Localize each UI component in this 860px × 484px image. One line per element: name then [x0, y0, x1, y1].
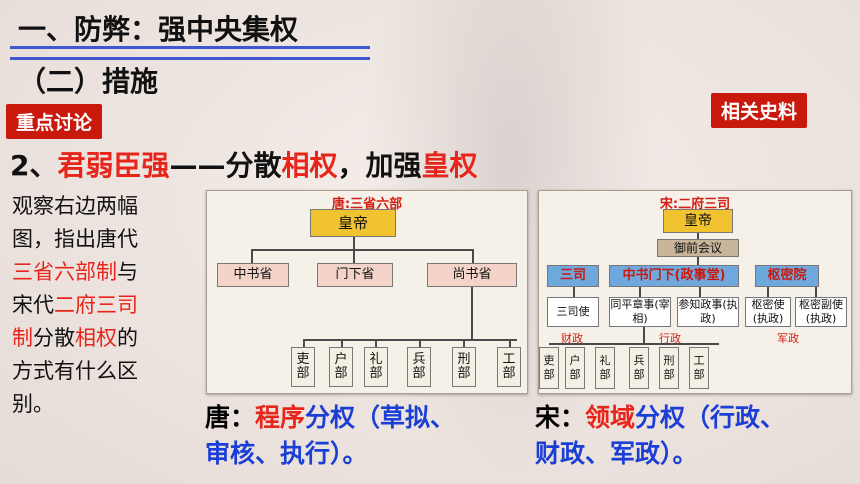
side-line-3: 三省六部制与 [12, 256, 138, 289]
side-line-1: 观察右边两幅 [12, 194, 138, 218]
point-number: 2、 [10, 149, 58, 182]
tang-shangshu-box: 尚书省 [427, 263, 517, 287]
tang-conclusion-line1: 唐：程序分权（草拟、 [205, 398, 455, 434]
tang-ministry-box: 兵部 [407, 347, 431, 387]
song-conclusion-line2: 财政、军政）。 [535, 439, 698, 468]
point-red-title: 君弱臣强 [57, 149, 170, 182]
side-red-1: 三省六部制 [12, 260, 117, 284]
tang-chart-title: 唐:三省六部 [331, 197, 403, 212]
side-text-5b: 的 [117, 326, 138, 350]
song-head: 宋： [535, 403, 586, 432]
tang-tail: （草拟、 [355, 403, 456, 432]
song-sansi-box: 三司 [547, 265, 599, 287]
song-label-admin: 行政 [659, 332, 681, 345]
tang-blue: 分权 [305, 403, 356, 432]
slide-subheading: （二）措施 [18, 65, 159, 98]
side-text-5a: 分散 [33, 326, 75, 350]
tang-ministry-box: 刑部 [452, 347, 476, 387]
song-label-military: 军政 [777, 332, 799, 345]
song-official-box: 三司使 [547, 297, 599, 327]
song-diagram: 宋:二府三司 皇帝 御前会议 三司 中书门下(政事堂) 枢密院 三司使 同平章事… [538, 190, 852, 394]
tang-menxia-box: 门下省 [317, 263, 393, 287]
song-blue: 分权 [635, 403, 686, 432]
song-ministry-box: 户部 [565, 347, 585, 389]
song-official-box: 参知政事(执政) [677, 297, 739, 327]
tang-zhongshu-box: 中书省 [217, 263, 289, 287]
song-ministry-box: 工部 [689, 347, 709, 389]
side-line-5: 制分散相权的 [12, 322, 138, 355]
side-red-3: 制 [12, 326, 33, 350]
tang-diagram: 唐:三省六部 皇帝 中书省 门下省 尚书省 吏部 户部 礼部 兵部 刑部 工部 [206, 190, 528, 394]
point-title: 2、君弱臣强——分散相权，加强皇权 [10, 144, 478, 184]
song-emperor-box: 皇帝 [663, 209, 733, 233]
song-label-finance: 财政 [561, 332, 583, 345]
song-zhongshumenxia-box: 中书门下(政事堂) [609, 265, 739, 287]
side-text-3: 与 [117, 260, 138, 284]
discussion-tag: 重点讨论 [6, 104, 103, 139]
side-text-4: 宋代 [12, 293, 54, 317]
tang-red: 程序 [255, 403, 306, 432]
song-ministry-box: 礼部 [595, 347, 615, 389]
tang-conclusion-line2: 审核、执行）。 [205, 439, 368, 468]
tang-ministry-box: 户部 [329, 347, 353, 387]
point-comma: ，加强 [337, 149, 422, 182]
song-official-box: 枢密使(执政) [745, 297, 791, 327]
song-conclusion-line1: 宋：领域分权（行政、 [535, 398, 785, 434]
song-council-box: 御前会议 [657, 239, 739, 257]
side-line-4: 宋代二府三司 [12, 289, 138, 322]
materials-tag[interactable]: 相关史料 [711, 93, 808, 128]
slide-heading: 一、防弊：强中央集权 [18, 13, 299, 46]
side-line-7: 别。 [12, 392, 54, 416]
point-red-word2: 皇权 [421, 149, 478, 182]
point-red-word1: 相权 [281, 149, 338, 182]
song-ministry-box: 刑部 [659, 347, 679, 389]
song-ministry-box: 吏部 [539, 347, 559, 389]
tang-ministry-box: 工部 [497, 347, 521, 387]
song-chart-title: 宋:二府三司 [659, 197, 731, 212]
song-ministry-box: 兵部 [629, 347, 649, 389]
song-tail: （行政、 [685, 403, 786, 432]
tang-head: 唐： [205, 403, 256, 432]
song-official-box: 同平章事(宰相) [609, 297, 671, 327]
heading-underline [10, 46, 370, 60]
side-line-2: 图，指出唐代 [12, 227, 138, 251]
tang-ministry-box: 吏部 [291, 347, 315, 387]
song-official-box: 枢密副使(执政) [795, 297, 847, 327]
side-red-2: 二府三司 [54, 293, 138, 317]
point-dash: ——分散 [169, 149, 282, 182]
side-red-4: 相权 [75, 326, 117, 350]
tang-emperor-box: 皇帝 [310, 209, 396, 237]
tang-ministry-box: 礼部 [364, 347, 388, 387]
song-red: 领域 [585, 403, 636, 432]
song-shumiyuan-box: 枢密院 [755, 265, 819, 287]
side-line-6: 方式有什么区 [12, 359, 138, 383]
